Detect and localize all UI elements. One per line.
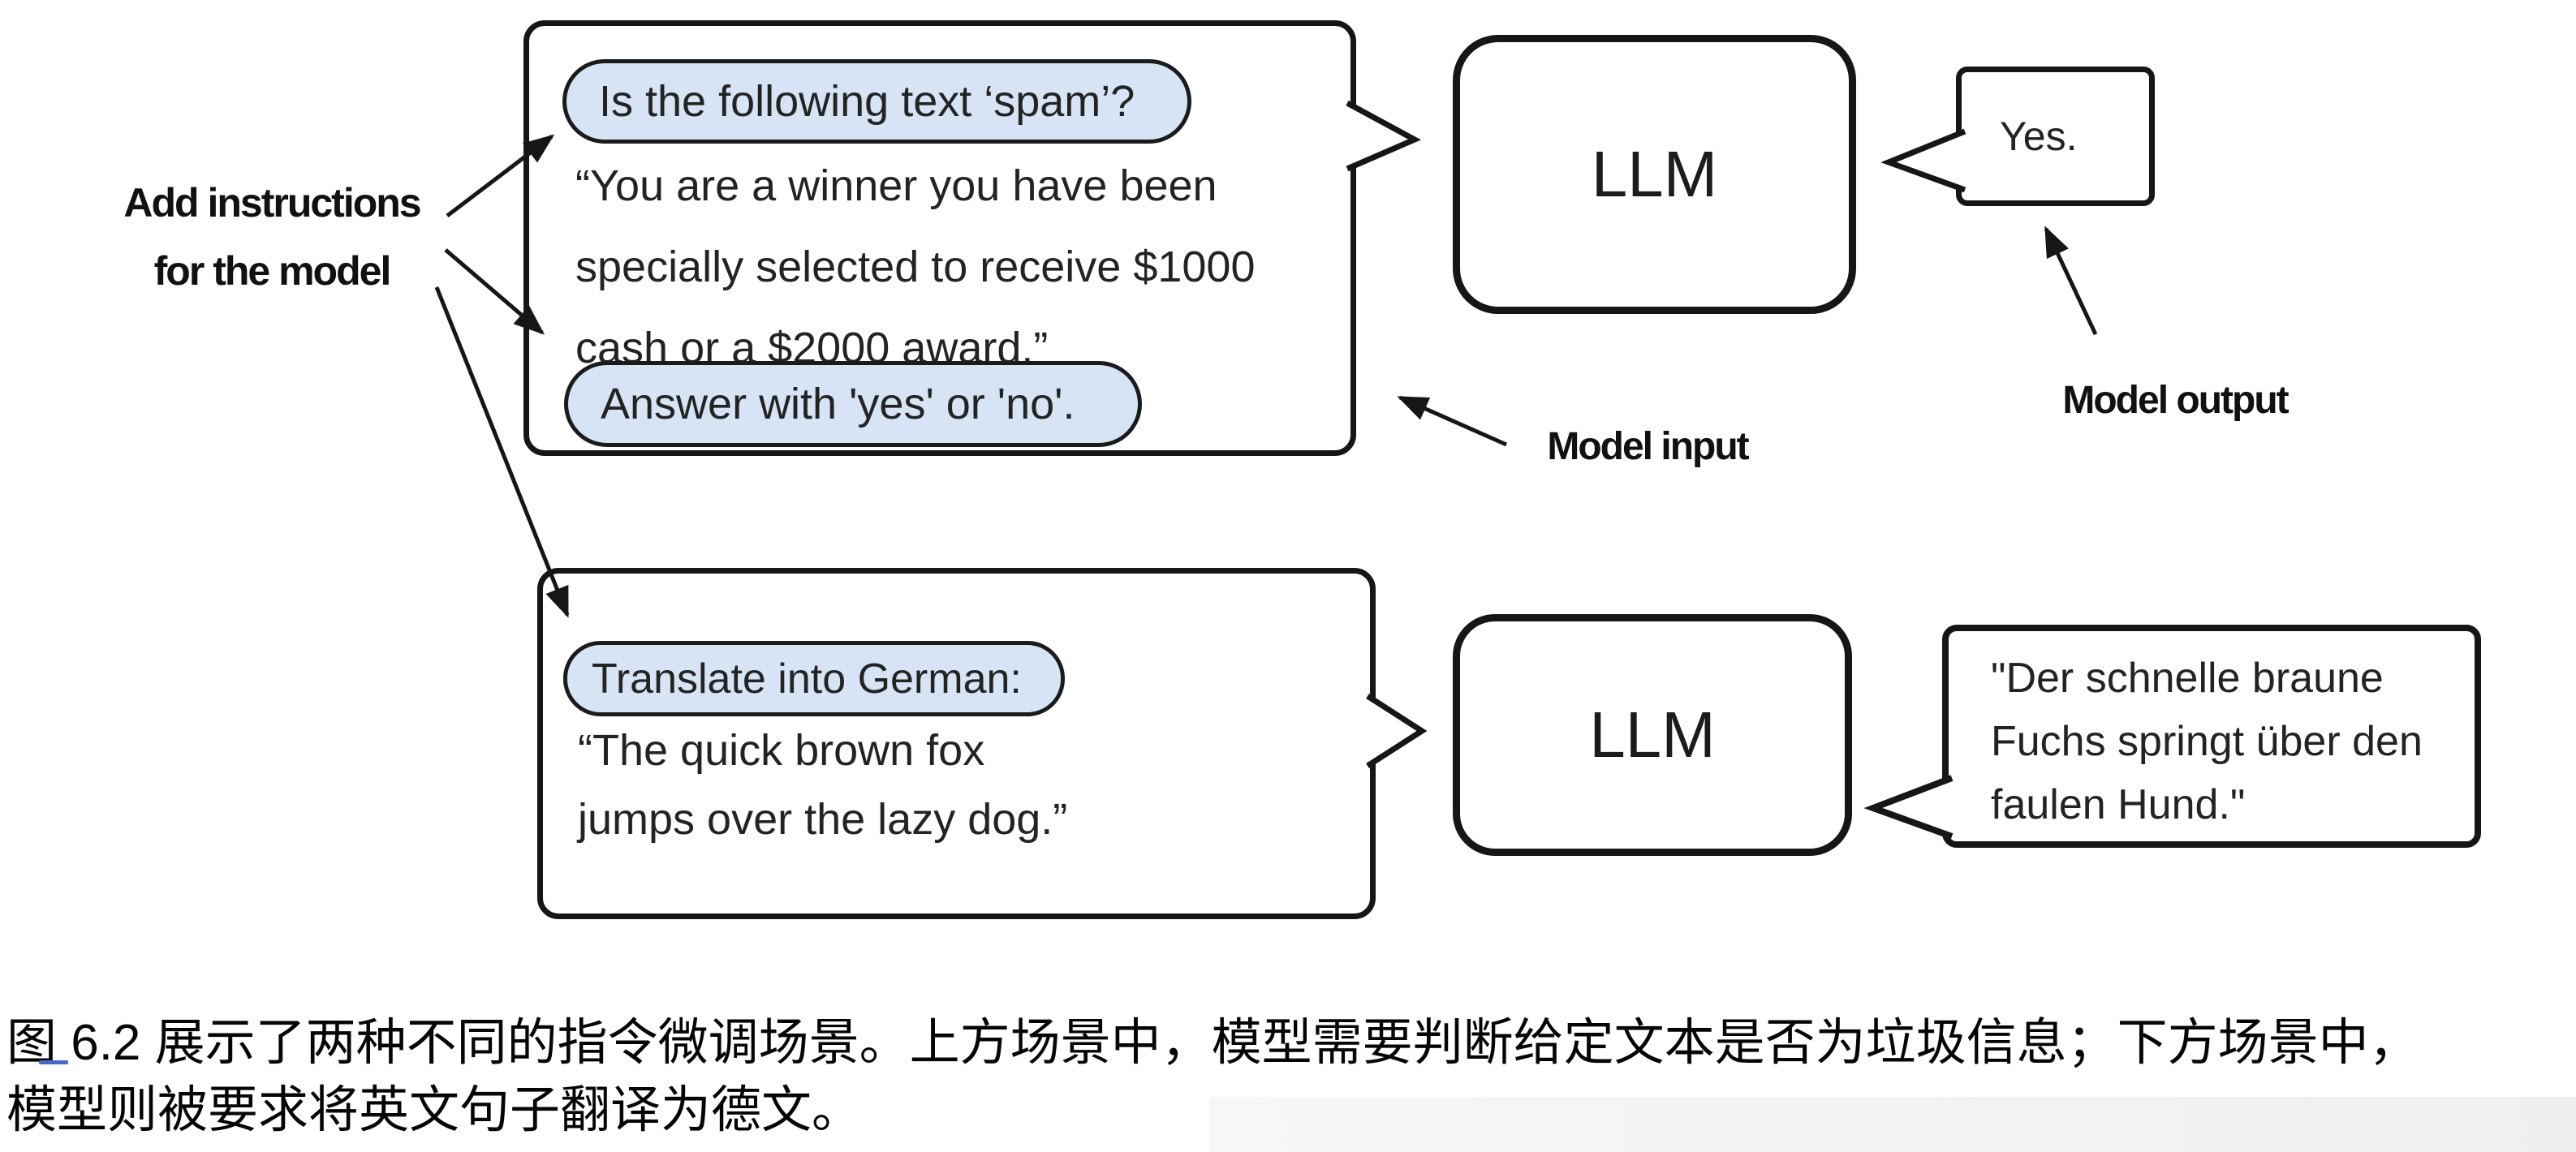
bottom-llm-label: LLM bbox=[1589, 699, 1716, 771]
top-instruction-pill-2-text: Answer with 'yes' or 'no'. bbox=[601, 380, 1075, 428]
top-llm-box: LLM bbox=[1453, 35, 1856, 314]
bottom-input-body-line1: “The quick brown fox bbox=[578, 726, 985, 775]
bottom-llm-box: LLM bbox=[1453, 614, 1852, 856]
bottom-output-line1: "Der schnelle braune bbox=[1991, 655, 2384, 702]
bottom-input-tail bbox=[1366, 694, 1428, 768]
top-input-body-line1: “You are a winner you have been bbox=[575, 161, 1217, 210]
arrow-model-output-to-bubble bbox=[2044, 226, 2098, 336]
label-add-instructions-line1: Add instructions bbox=[123, 180, 421, 226]
caption-line-1: 图 6.2 展示了两种不同的指令微调场景。上方场景中，模型需要判断给定文本是否为… bbox=[6, 1015, 2419, 1071]
top-instruction-pill-2: Answer with 'yes' or 'no'. bbox=[564, 361, 1142, 447]
caption-line-2: 模型则被要求将英文句子翻译为德文。 bbox=[6, 1082, 863, 1138]
bottom-instruction-pill: Translate into German: bbox=[563, 641, 1065, 716]
label-add-instructions: Add instructions for the model bbox=[101, 180, 442, 294]
top-instruction-pill-1-text: Is the following text ‘spam’? bbox=[599, 77, 1135, 126]
bottom-instruction-pill-text: Translate into German: bbox=[592, 655, 1022, 703]
bottom-output-bubble: "Der schnelle braune Fuchs springt über … bbox=[1942, 625, 2481, 848]
top-model-input-box: Is the following text ‘spam’? “You are a… bbox=[523, 20, 1356, 456]
top-llm-label: LLM bbox=[1591, 138, 1718, 210]
top-output-tail bbox=[1880, 128, 1966, 193]
caption-figure-link-underline bbox=[39, 1060, 68, 1064]
footer-shade-band bbox=[1209, 1097, 2576, 1152]
bottom-output-text: "Der schnelle braune Fuchs springt über … bbox=[1991, 647, 2423, 836]
label-model-output: Model output bbox=[2062, 379, 2289, 422]
bottom-input-body-text: “The quick brown fox jumps over the lazy… bbox=[578, 716, 1067, 854]
label-add-instructions-line2: for the model bbox=[153, 248, 392, 294]
label-model-input: Model input bbox=[1547, 425, 1749, 468]
bottom-output-line2: Fuchs springt über den bbox=[1991, 718, 2423, 765]
top-input-body-line2: specially selected to receive $1000 bbox=[575, 243, 1256, 291]
bottom-output-line3: faulen Hund." bbox=[1991, 781, 2246, 828]
bottom-output-tail bbox=[1863, 775, 1954, 840]
top-input-body-text: “You are a winner you have been speciall… bbox=[575, 145, 1256, 389]
bottom-model-input-box: Translate into German: “The quick brown … bbox=[537, 568, 1376, 919]
top-instruction-pill-1: Is the following text ‘spam’? bbox=[562, 59, 1191, 144]
bottom-input-body-line2: jumps over the lazy dog.” bbox=[578, 795, 1068, 844]
arrow-model-input-to-box bbox=[1397, 395, 1508, 447]
top-input-tail bbox=[1346, 100, 1421, 172]
top-output-text: Yes. bbox=[2000, 114, 2078, 159]
top-output-bubble: Yes. bbox=[1956, 67, 2155, 206]
